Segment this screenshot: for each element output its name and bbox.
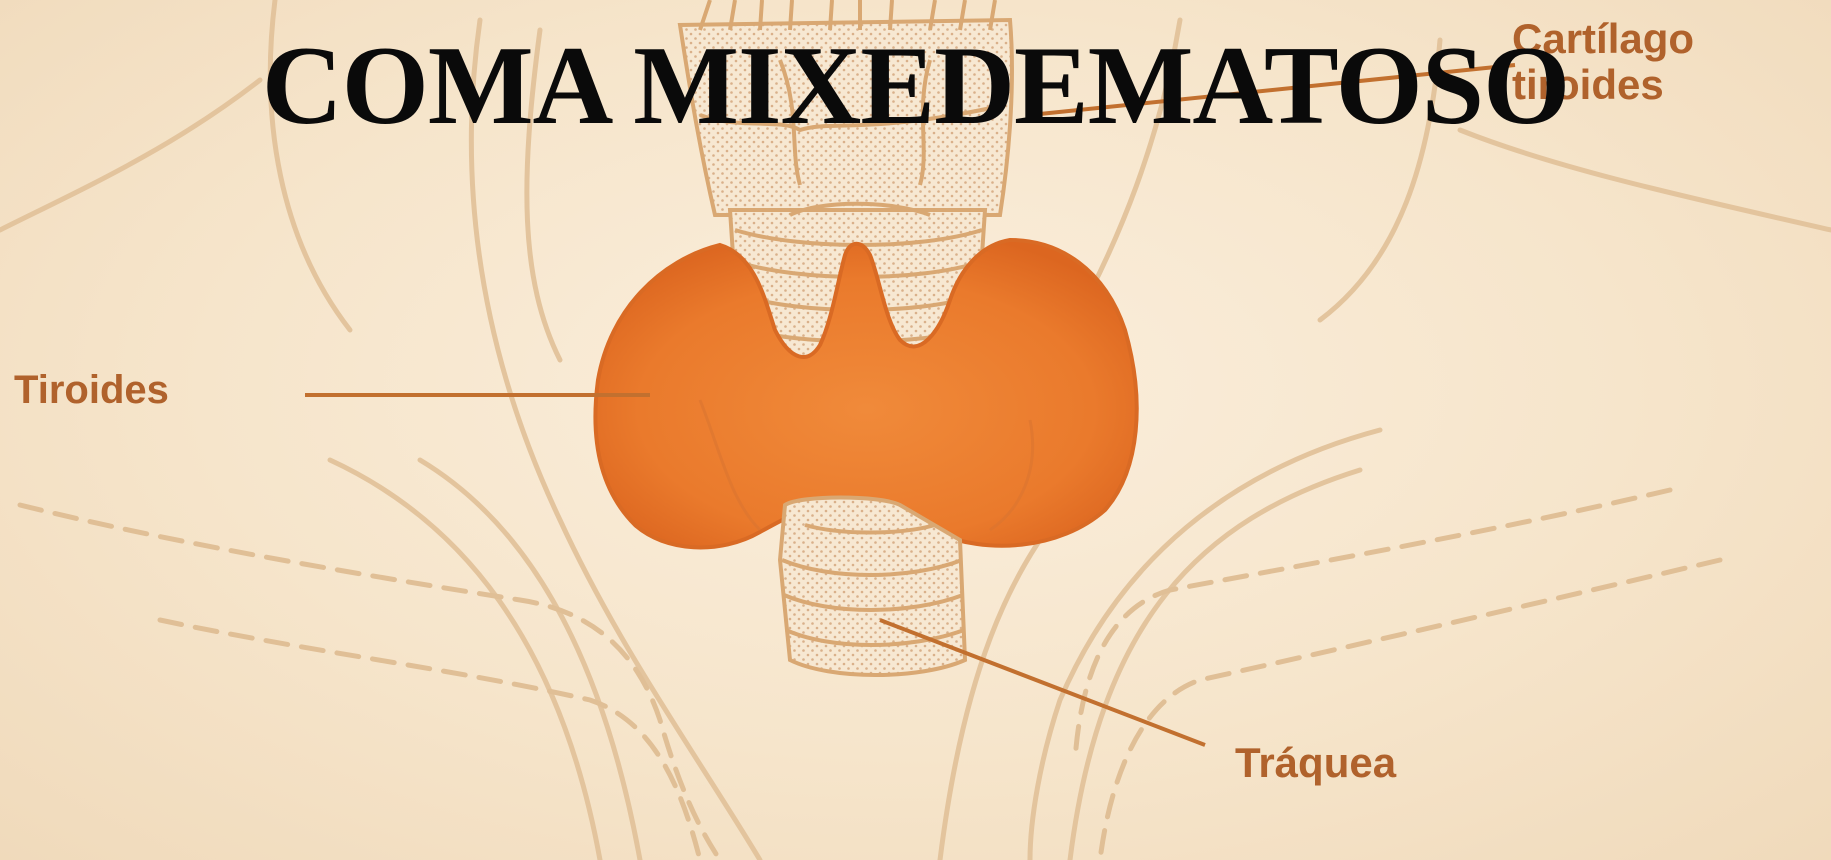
label-tiroides: Tiroides xyxy=(14,370,169,410)
label-traquea: Tráquea xyxy=(1235,742,1396,784)
traquea-leader-line xyxy=(880,620,1205,745)
slide-title: COMA MIXEDEMATOSO xyxy=(0,22,1831,151)
